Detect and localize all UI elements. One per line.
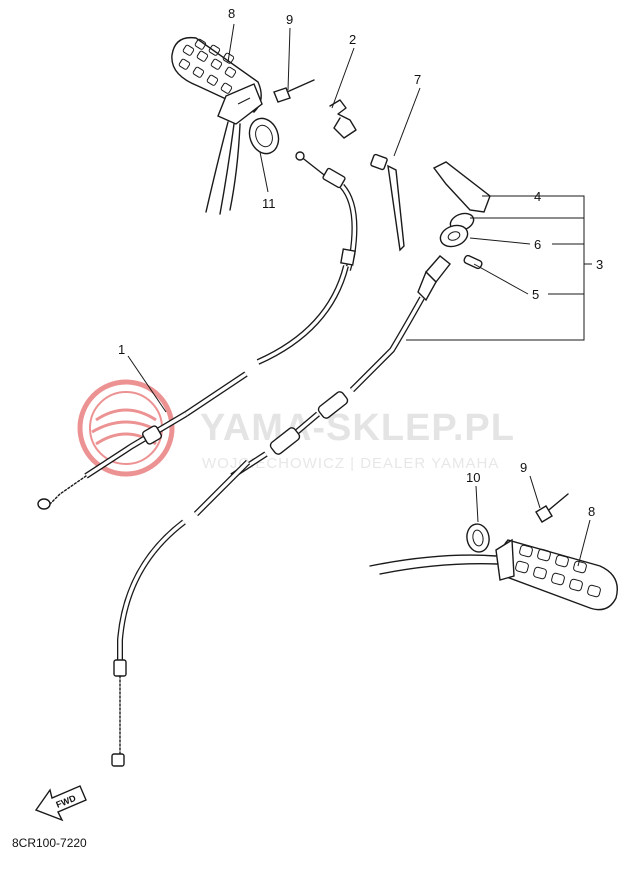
lever-assembly [432, 161, 491, 270]
clip [329, 99, 357, 139]
screw-top [273, 79, 315, 103]
label-part-10: 10 [466, 470, 480, 485]
watermark-subtitle: WOJCIECHOWICZ | DEALER YAMAHA [202, 455, 499, 472]
collar-bottom [466, 523, 490, 553]
handlebar-grip-right [369, 538, 618, 611]
leader-lines [127, 23, 592, 567]
label-part-9-top: 9 [286, 12, 293, 27]
watermark: YAMA-SKLEP.PL WOJCIECHOWICZ | DEALER YAM… [77, 379, 515, 477]
label-part-9-bottom: 9 [520, 460, 527, 475]
cable-tie [370, 153, 405, 252]
label-part-8-top: 8 [228, 6, 235, 21]
part-labels: 8 9 2 7 11 4 6 3 5 1 10 9 8 [118, 6, 603, 519]
handlebar-grip-left [171, 36, 263, 215]
collar-top [248, 117, 280, 155]
watermark-title: YAMA-SKLEP.PL [200, 407, 515, 449]
label-part-8-bottom: 8 [588, 504, 595, 519]
label-part-7: 7 [414, 72, 421, 87]
cable-1 [37, 151, 358, 510]
label-part-5: 5 [532, 287, 539, 302]
screw-bottom [535, 493, 569, 523]
label-part-2: 2 [349, 32, 356, 47]
label-part-3: 3 [596, 257, 603, 272]
diagram-code: 8CR100-7220 [12, 836, 87, 850]
label-part-4: 4 [534, 189, 541, 204]
label-part-11: 11 [262, 196, 276, 211]
label-part-1: 1 [118, 342, 125, 357]
label-part-6: 6 [534, 237, 541, 252]
cable-2 [111, 255, 451, 767]
fwd-arrow-icon: FWD [34, 785, 87, 822]
